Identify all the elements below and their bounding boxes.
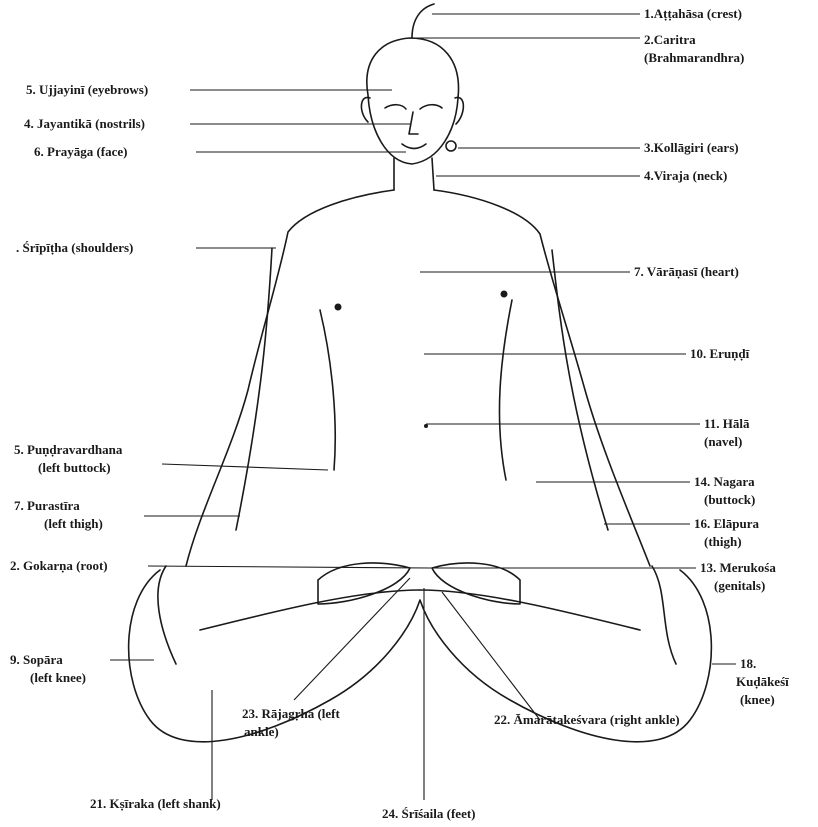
label-crest: 1.Aṭṭahāsa (crest) xyxy=(644,6,742,22)
label-neck: 4.Viraja (neck) xyxy=(644,168,727,184)
neck-right xyxy=(432,158,434,190)
label-kudakesi: Kuḍākeśī xyxy=(736,674,789,690)
label-knee: (knee) xyxy=(740,692,775,708)
leader-l02g xyxy=(148,566,430,568)
leader-l05b xyxy=(162,464,328,470)
label-pundravardhana: 5. Puṇḍravardhana xyxy=(14,442,122,458)
label-brahmarandhra: (Brahmarandhra) xyxy=(644,50,744,66)
label-feet: 24. Śrīśaila (feet) xyxy=(382,806,476,822)
label-heart: 7. Vārāṇasī (heart) xyxy=(634,264,739,280)
label-left-buttock: (left buttock) xyxy=(38,460,111,476)
label-genitals: (genitals) xyxy=(714,578,765,594)
label-eyebrows: 5. Ujjayinī (eyebrows) xyxy=(26,82,148,98)
label-left-thigh: (left thigh) xyxy=(44,516,103,532)
label-left-shank: 21. Kṣīraka (left shank) xyxy=(90,796,221,812)
hair-crest xyxy=(412,4,434,38)
right-shoulder-arm xyxy=(434,190,650,566)
left-hand xyxy=(158,566,176,664)
shank-left xyxy=(200,590,420,630)
right-eye xyxy=(420,105,442,109)
torso-left xyxy=(320,310,335,470)
label-shoulders: . Śrīpīṭha (shoulders) xyxy=(16,240,133,256)
head-outline xyxy=(367,38,459,164)
mouth xyxy=(402,144,426,149)
left-shoulder-arm xyxy=(186,190,394,566)
left-foot xyxy=(318,563,410,604)
left-nipple xyxy=(335,304,342,311)
right-hand xyxy=(652,566,676,664)
left-inner-arm xyxy=(236,248,272,530)
leader-l22 xyxy=(442,592,540,720)
label-face: 6. Prayāga (face) xyxy=(34,144,128,160)
label-buttock: (buttock) xyxy=(704,492,755,508)
torso-right xyxy=(499,300,512,480)
label-rajagrha: 23. Rājagṛha (left xyxy=(242,706,340,722)
label-purastira: 7. Purastīra xyxy=(14,498,80,514)
left-eye xyxy=(385,105,406,109)
label-sopara: 9. Sopāra xyxy=(10,652,63,668)
right-nipple xyxy=(501,291,508,298)
label-navel: (navel) xyxy=(704,434,742,450)
ear-ring xyxy=(446,141,456,151)
label-thigh: (thigh) xyxy=(704,534,742,550)
label-erundi: 10. Eruṇḍī xyxy=(690,346,749,362)
nose xyxy=(409,112,418,134)
shank-right xyxy=(420,590,640,630)
label-gokarna: 2. Gokarṇa (root) xyxy=(10,558,108,574)
right-inner-arm xyxy=(552,250,608,530)
label-ears: 3.Kollāgiri (ears) xyxy=(644,140,739,156)
label-right-ankle: 22. Āmarātakeśvara (right ankle) xyxy=(494,712,680,728)
label-nostrils: 4. Jayantikā (nostrils) xyxy=(24,116,145,132)
label-ankle: ankle) xyxy=(244,724,279,740)
right-foot xyxy=(432,563,520,604)
label-elapura: 16. Elāpura xyxy=(694,516,759,532)
label-18: 18. xyxy=(740,656,756,672)
label-left-knee: (left knee) xyxy=(30,670,86,686)
label-merukosa: 13. Merukośa xyxy=(700,560,776,576)
label-hala: 11. Hālā xyxy=(704,416,750,432)
label-caritra: 2.Caritra xyxy=(644,32,696,48)
label-nagara: 14. Nagara xyxy=(694,474,755,490)
navel xyxy=(424,424,428,428)
